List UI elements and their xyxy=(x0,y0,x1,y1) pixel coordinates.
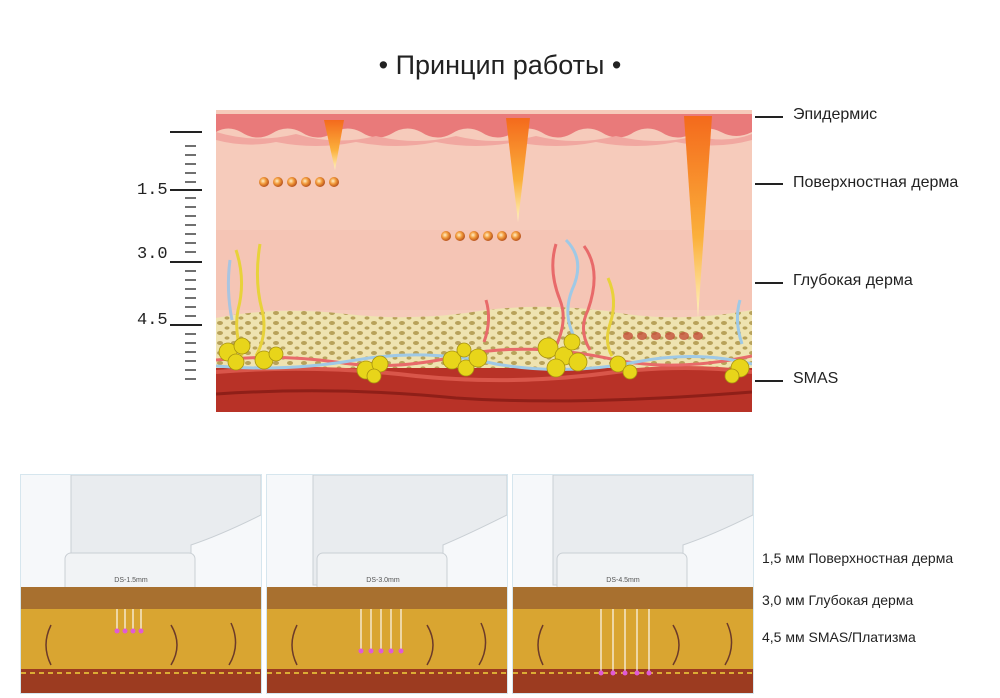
page-title: • Принцип работы • xyxy=(378,50,622,80)
depth-ruler xyxy=(170,131,202,380)
ruler-label-1-5: 1.5 xyxy=(137,181,168,200)
epidermis-layer xyxy=(216,114,752,138)
cartridge-label: DS-4.5mm xyxy=(606,577,640,584)
layer-label-epidermis: Эпидермис xyxy=(793,106,878,123)
handpiece-illustration: DS-4.5mm xyxy=(513,475,753,693)
leader-line-epidermis xyxy=(755,116,783,118)
ultrasound-beams xyxy=(324,116,712,318)
layer-label-superficial-dermis: Поверхностная дерма xyxy=(793,174,959,191)
skin-cross-section xyxy=(216,110,752,412)
cartridge-label: DS-1.5mm xyxy=(114,577,148,584)
focal-points xyxy=(259,177,521,241)
handpiece-illustration: DS-1.5mm xyxy=(21,475,261,693)
handpiece-panel-3-0mm: DS-3.0mm xyxy=(266,474,508,694)
leader-line-deep-dermis xyxy=(755,282,783,284)
handpiece-illustration: DS-3.0mm xyxy=(267,475,507,693)
handpiece-panel-1-5mm: DS-1.5mm xyxy=(20,474,262,694)
depth-label-1-5mm: 1,5 мм Поверхностная дерма xyxy=(762,550,954,566)
ruler-label-3-0: 3.0 xyxy=(137,245,168,264)
handpiece-panel-4-5mm: DS-4.5mm xyxy=(512,474,754,694)
cartridge-label: DS-3.0mm xyxy=(366,577,400,584)
leader-line-smas xyxy=(755,380,783,382)
layer-label-smas: SMAS xyxy=(793,370,839,387)
leader-line-superficial-dermis xyxy=(755,183,783,185)
depth-label-3-0mm: 3,0 мм Глубокая дерма xyxy=(762,592,914,608)
ruler-label-4-5: 4.5 xyxy=(137,311,168,330)
layer-label-deep-dermis: Глубокая дерма xyxy=(793,272,913,289)
depth-label-4-5mm: 4,5 мм SMAS/Платизма xyxy=(762,629,916,645)
